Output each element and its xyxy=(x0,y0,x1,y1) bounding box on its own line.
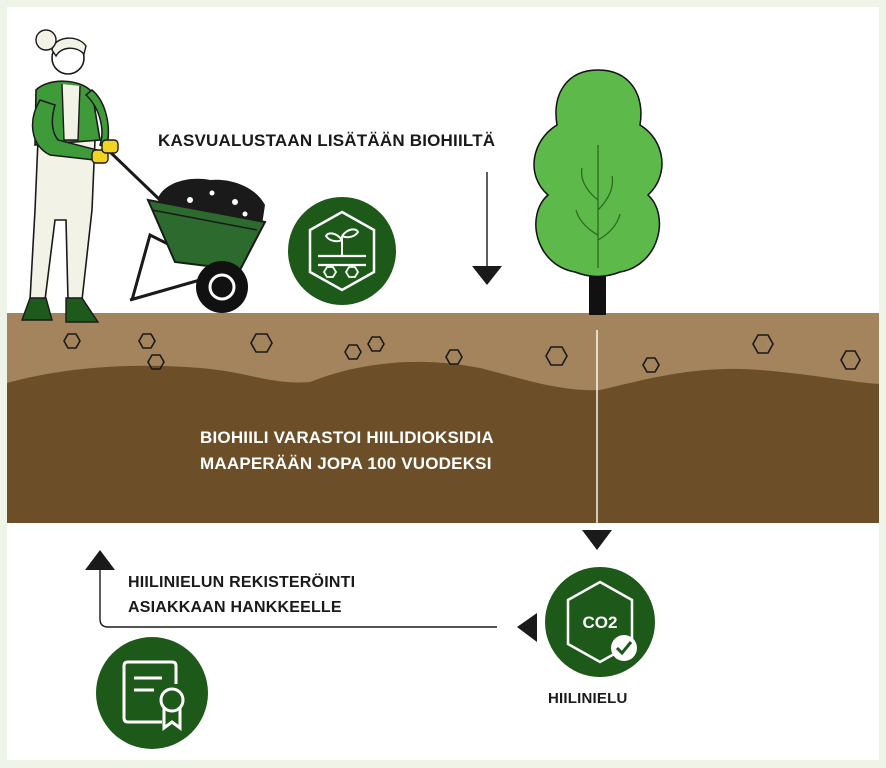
seedling-soil-icon xyxy=(288,197,396,305)
biochar-hexagon xyxy=(840,350,861,370)
arrow-down-head xyxy=(472,266,502,285)
flow-arrows xyxy=(85,172,612,642)
arrow-up-head xyxy=(85,550,115,570)
caption-add-biochar: KASVUALUSTAAN LISÄTÄÄN BIOHIILTÄ xyxy=(158,131,496,150)
tree-branches xyxy=(575,145,621,268)
biochar-particles xyxy=(63,333,861,373)
co2-check-icon xyxy=(545,567,655,677)
biochar-hexagon xyxy=(752,334,774,354)
caption-carbon-sink: HIILINIELU xyxy=(548,690,628,707)
biochar-hexagon xyxy=(344,344,362,360)
biochar-hexagon xyxy=(138,333,156,349)
biochar-hexagon xyxy=(147,354,165,370)
deep-soil-layer xyxy=(7,361,879,523)
biochar-hexagon xyxy=(367,336,385,352)
certificate-ribbon-icon xyxy=(96,637,208,749)
caption-sink-registration: HIILINIELUN REKISTERÖINTI ASIAKKAAN HANK… xyxy=(128,570,355,620)
farmer-with-wheelbarrow-illustration xyxy=(21,29,267,323)
tree-trunk xyxy=(589,268,606,315)
farmer-boot xyxy=(65,297,100,323)
arrow-sink-head xyxy=(582,530,612,550)
farmer-glove xyxy=(101,139,119,154)
farmer-hair-bun xyxy=(35,29,57,51)
arrow-left-head xyxy=(517,613,537,642)
farmer-boot xyxy=(21,297,53,321)
caption-carbon-storage-line1: BIOHIILI VARASTOI HIILIDIOKSIDIA xyxy=(200,428,494,447)
arrow-return-line xyxy=(99,568,497,628)
caption-carbon-storage: BIOHIILI VARASTOI HIILIDIOKSIDIA MAAPERÄ… xyxy=(200,425,494,477)
wheelbarrow-frame xyxy=(106,148,171,301)
biochar-hexagon xyxy=(545,346,568,366)
tree-illustration xyxy=(533,69,663,315)
caption-carbon-storage-line2: MAAPERÄÄN JOPA 100 VUODEKSI xyxy=(200,454,492,473)
biochar-hexagon xyxy=(63,333,81,349)
biochar-hexagon xyxy=(445,349,463,365)
farmer-overalls xyxy=(29,139,96,301)
soil-layers xyxy=(7,313,879,523)
caption-sink-registration-line2: ASIAKKAAN HANKKEELLE xyxy=(128,599,342,616)
biochar-hexagon xyxy=(642,357,660,373)
co2-label: CO2 xyxy=(583,613,618,632)
caption-sink-registration-line1: HIILINIELUN REKISTERÖINTI xyxy=(128,574,356,591)
biochar-hexagon xyxy=(250,333,273,353)
